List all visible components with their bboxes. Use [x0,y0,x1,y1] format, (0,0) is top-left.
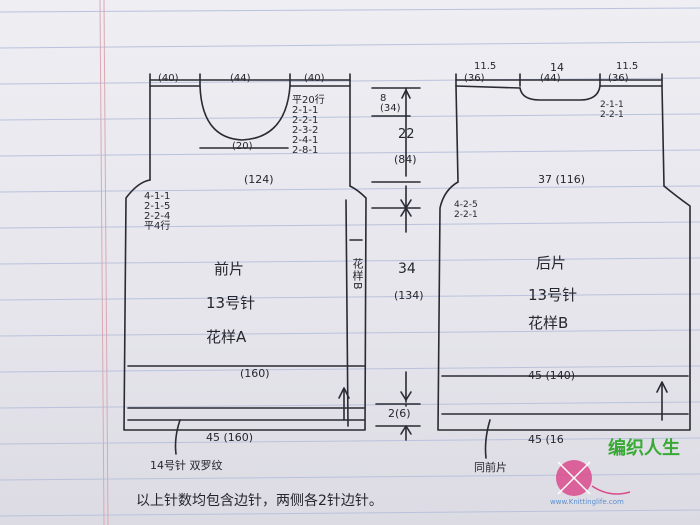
front-bottom-stitches: (160) [240,367,270,380]
rib-height: 2(6) [388,407,411,420]
body-rows: (134) [394,289,424,302]
vertical-dimension [371,87,421,441]
neck-depth: 8 (34) [380,93,401,114]
back-neck-decrease: 2-1-1 2-2-1 [600,100,624,120]
front-piece-outline [123,85,367,431]
back-top-right-cm: 11.5 [616,61,639,72]
ribbing-arrows [338,381,668,421]
front-armhole-decrease: 4-1-1 2-1-5 2-2-4 平4行 [144,191,171,232]
back-needle-size: 13号针 [528,286,578,304]
front-needle-size: 13号针 [206,294,256,312]
back-top-left-cm: 11.5 [474,61,497,72]
back-top-left-stitches: (36) [464,73,485,84]
front-side-pattern: 花样B [351,258,364,291]
back-piece-outline [437,85,691,431]
back-armhole-decrease: 4-2-5 2-2-1 [454,200,478,220]
yarn-ball-icon [556,460,631,496]
front-neck-top-width: (44) [230,73,251,84]
back-top-right-stitches: (36) [608,73,629,84]
back-neck-cm: 14 [550,61,564,74]
armhole-rows: (84) [394,153,417,166]
leader-lines [174,419,491,459]
armhole-height-cm: 22 [398,127,415,142]
back-bottom-stitches: 45 (140) [528,369,576,382]
front-neck-bottom-width: (20) [232,141,253,152]
watermark-url: www.Knittinglife.com [550,498,624,506]
back-bottom-width: 45 (16 [528,433,564,446]
front-chest-stitches: (124) [244,173,274,186]
back-top-dimension [455,73,663,87]
front-stitch-pattern: 花样A [206,328,247,346]
watermark-logo: 编织人生 www.Knittinglife.com [550,428,698,518]
front-bottom-width: 45 (160) [206,431,254,444]
front-top-dimension [149,73,351,149]
front-piece-name: 前片 [214,260,245,278]
back-stitch-pattern: 花样B [528,314,569,332]
rib-needle-note: 14号针 双罗纹 [150,459,223,472]
footer-note: 以上针数均包含边针，两侧各2针边针。 [136,493,383,509]
back-neck-stitches: (44) [540,73,561,84]
front-neck-decrease: 平20行 2-1-1 2-2-1 2-3-2 2-4-1 2-8-1 [292,95,325,156]
back-rib-same-note: 同前片 [474,461,507,474]
back-chest-stitches: 37 (116) [538,173,586,186]
back-piece-name: 后片 [536,254,567,272]
body-height-cm: 34 [398,261,416,277]
front-top-right-width: (40) [304,73,325,84]
margin-lines [99,0,109,525]
front-top-left-width: (40) [158,73,179,84]
watermark-brand: 编织人生 [608,438,680,459]
